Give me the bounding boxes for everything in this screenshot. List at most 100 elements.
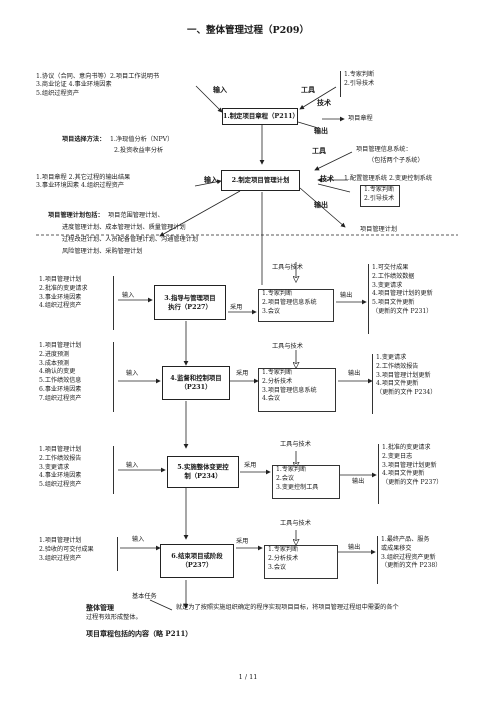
s6-output-label: 输出 — [348, 544, 361, 551]
s6-tool-1: 1.专家判断 — [268, 546, 299, 553]
s3-outputs: 1.可交付成果 2.工作绩效数据 3.变更请求 4.项目管理计划的更新 5.项目… — [368, 264, 458, 334]
basic-task-label: 基本任务 — [132, 593, 157, 600]
s4-input-2: 2.进度预测 — [39, 350, 70, 358]
process-close-project-label-1: 6.结束项目或阶段 — [171, 552, 223, 560]
s3-input-label: 输入 — [122, 292, 135, 299]
basic-task-line — [149, 599, 173, 611]
s5-tool-3: 3.变更控制工具 — [276, 483, 319, 491]
s4-inputs: 1.项目管理计划 2.进度预测 3.成本预测 4.确认的变更 5.工作绩效信息 … — [36, 342, 114, 412]
s2-tools-top-1: 项目管理信息系统： — [356, 146, 412, 153]
process-develop-charter[interactable]: 1.制定项目章程（P211） — [222, 108, 299, 125]
page-title: 一、整体管理过程（P209） — [187, 25, 309, 36]
process-close-project-label-2: （P237） — [181, 561, 213, 569]
s6-input-label: 输入 — [132, 536, 145, 543]
s3-adopt-label: 采用 — [230, 304, 243, 311]
s6-outputs: 1.最终产品、服务 或成果移交 3.组织过程资产更新 （更新的文件 P238） — [377, 536, 461, 584]
s3-tools-box: 1.专家判断 2.项目管理信息系统 3.会议 — [258, 289, 334, 322]
s4-output-3: 3.项目管理计划更新 — [376, 371, 431, 379]
s5-output-4: 4.项目文件更新 — [382, 470, 425, 478]
s5-output-5: （更新的文件 P237） — [382, 479, 443, 487]
s3-tool-1: 1.专家判断 — [262, 290, 293, 297]
s5-tool-1: 1.专家判断 — [276, 466, 307, 473]
s3-input-4: 4.组织过程资产 — [39, 302, 82, 310]
s6-adopt-label: 采用 — [236, 538, 249, 545]
s5-output-1: 1.批准的变更请求 — [382, 444, 431, 451]
s3-output-label: 输出 — [340, 292, 353, 299]
s4-outputs: 1.变更请求 2.工作绩效报告 3.项目管理计划更新 4.项目文件更新 （更新的… — [372, 354, 458, 414]
s4-tool-2: 2.分析技术 — [262, 377, 293, 385]
s4-tools-tech-label: 工具与技术 — [272, 343, 303, 350]
s3-input-1: 1.项目管理计划 — [39, 276, 82, 283]
plan-contents-2: 进度管理计划、成本管理计划、质量管理计划 — [62, 224, 186, 231]
s1-output-line — [297, 121, 319, 129]
s4-tool-1: 1.专家判断 — [262, 369, 293, 376]
s2-output: 项目管理计划 — [360, 226, 398, 233]
process-monitor-control-label-2: （P231） — [180, 383, 212, 391]
process-integrated-change-control[interactable]: 5.实施整体变更控 制（P234） — [167, 456, 239, 488]
s3-output-3: 3.变更请求 — [372, 281, 403, 289]
s1-input-arrow — [195, 85, 223, 113]
s3-output-2: 2.工作绩效数据 — [372, 272, 415, 280]
process-develop-plan-label: 2.制定项目管理计划 — [231, 176, 290, 184]
s1-tool-1: 1.专家判断 — [344, 71, 375, 78]
process-close-project[interactable]: 6.结束项目或阶段 （P237） — [160, 544, 234, 578]
s4-output-1: 1.变更请求 — [376, 354, 407, 361]
s5-tools-tech-label: 工具与技术 — [280, 441, 311, 448]
s6-input-3: 3.组织过程资产 — [39, 554, 82, 562]
s5-output-2: 2.变更日志 — [382, 452, 413, 460]
s5-input-label: 输入 — [126, 462, 139, 469]
s5-input-2: 2.工作绩效报告 — [39, 454, 82, 462]
process-direct-manage-label-1: 3.指导与管理项目 — [164, 293, 216, 302]
page-number: 1 / 11 — [238, 673, 258, 681]
process-direct-manage[interactable]: 3.指导与管理项目 执行（P227） — [154, 285, 226, 320]
process-develop-plan[interactable]: 2.制定项目管理计划 — [221, 170, 300, 191]
s1-input-1: 1.协议（合同、意向书等）2.项目工作说明书 — [36, 73, 160, 80]
s5-input-4: 4.事业环境因素 — [39, 472, 82, 480]
s1-output-label: 输出 — [314, 126, 328, 135]
s6-input-2: 2.验收的可交付成果 — [39, 545, 94, 553]
process-integrated-change-control-label-1: 5.实施整体变更控 — [177, 463, 229, 471]
process-monitor-control-label-1: 4.监督和控制项目 — [170, 374, 222, 382]
plan-contents-1: 项目范围管理计划、 — [108, 212, 164, 219]
s1-output: 项目章程 — [348, 115, 373, 122]
s2-input-2: 3.事业环境因素 4.组织过程资产 — [36, 182, 125, 190]
s1-input-label: 输入 — [213, 85, 227, 94]
selection-method-label: 项目选择方法： — [62, 136, 106, 143]
s1-tool-arrow — [299, 86, 337, 110]
overall-management-label: 整体管理 — [86, 603, 114, 612]
s4-output-4: 4.项目文件更新 — [376, 380, 419, 388]
process-integrated-change-control-label-2: 制（P234） — [184, 472, 222, 480]
plan-contents-3: 过程改进计划、人员配备管理计划、沟通管理计划 — [62, 236, 199, 243]
process-monitor-control[interactable]: 4.监督和控制项目 （P231） — [162, 366, 230, 400]
overall-management-text-1: 就是为了按照实施组织确定的程序实现项目目标，将项目管理过程组中需要的各个 — [176, 604, 399, 611]
s1-input-3: 5.组织过程资产 — [36, 89, 80, 97]
s2-input-arrow — [194, 179, 222, 187]
s4-input-6: 6.事业环境因素 — [39, 385, 82, 393]
selection-method-2: 2.投资收益率分析 — [114, 147, 164, 154]
s3-output-4: 4.项目管理计划的更新 — [372, 290, 433, 298]
s3-output-1: 1.可交付成果 — [372, 264, 409, 271]
s2-tools-sub: 1.配置管理系统 2.变更控制系统 — [344, 175, 433, 182]
s4-adopt-label: 采用 — [236, 370, 249, 377]
selection-method-1: 1.净现值分析（NPV） — [110, 136, 174, 143]
s4-tool-3: 3.项目管理信息系统 — [262, 386, 317, 394]
s3-tool-3: 3.会议 — [262, 307, 281, 315]
s1-input-2: 3.商业论证 4.事业环境因素 — [36, 81, 112, 89]
s1-tool-2: 2.引导技术 — [344, 79, 375, 87]
s3-tool-2: 2.项目管理信息系统 — [262, 298, 317, 306]
s4-input-4: 4.确认的变更 — [39, 368, 76, 376]
s4-input-7: 7.组织过程资产 — [39, 394, 82, 402]
s2-tools-label: 工具 — [312, 146, 326, 155]
s6-inputs: 1.项目管理计划 2.验收的可交付成果 3.组织过程资产 — [36, 537, 118, 571]
s5-output-label: 输出 — [352, 478, 365, 485]
s5-output-3: 3.项目管理计划更新 — [382, 461, 437, 469]
s4-output-label: 输出 — [348, 370, 361, 377]
s2-tech-1: 1.专家判断 — [364, 186, 395, 193]
process-direct-manage-label-2: 执行（P227） — [168, 302, 212, 311]
s2-tool-arrow — [314, 151, 353, 171]
s5-input-5: 5.组织过程资产 — [39, 481, 82, 489]
s2-inputs: 1.项目章程 2.其它过程的输出结果 3.事业环境因素 4.组织过程资产 — [36, 174, 130, 191]
s4-input-5: 5.工作绩效信息 — [39, 377, 82, 385]
s2-tech-label: 技术 — [320, 174, 334, 183]
s6-output-1: 1.最终产品、服务 — [381, 536, 430, 543]
